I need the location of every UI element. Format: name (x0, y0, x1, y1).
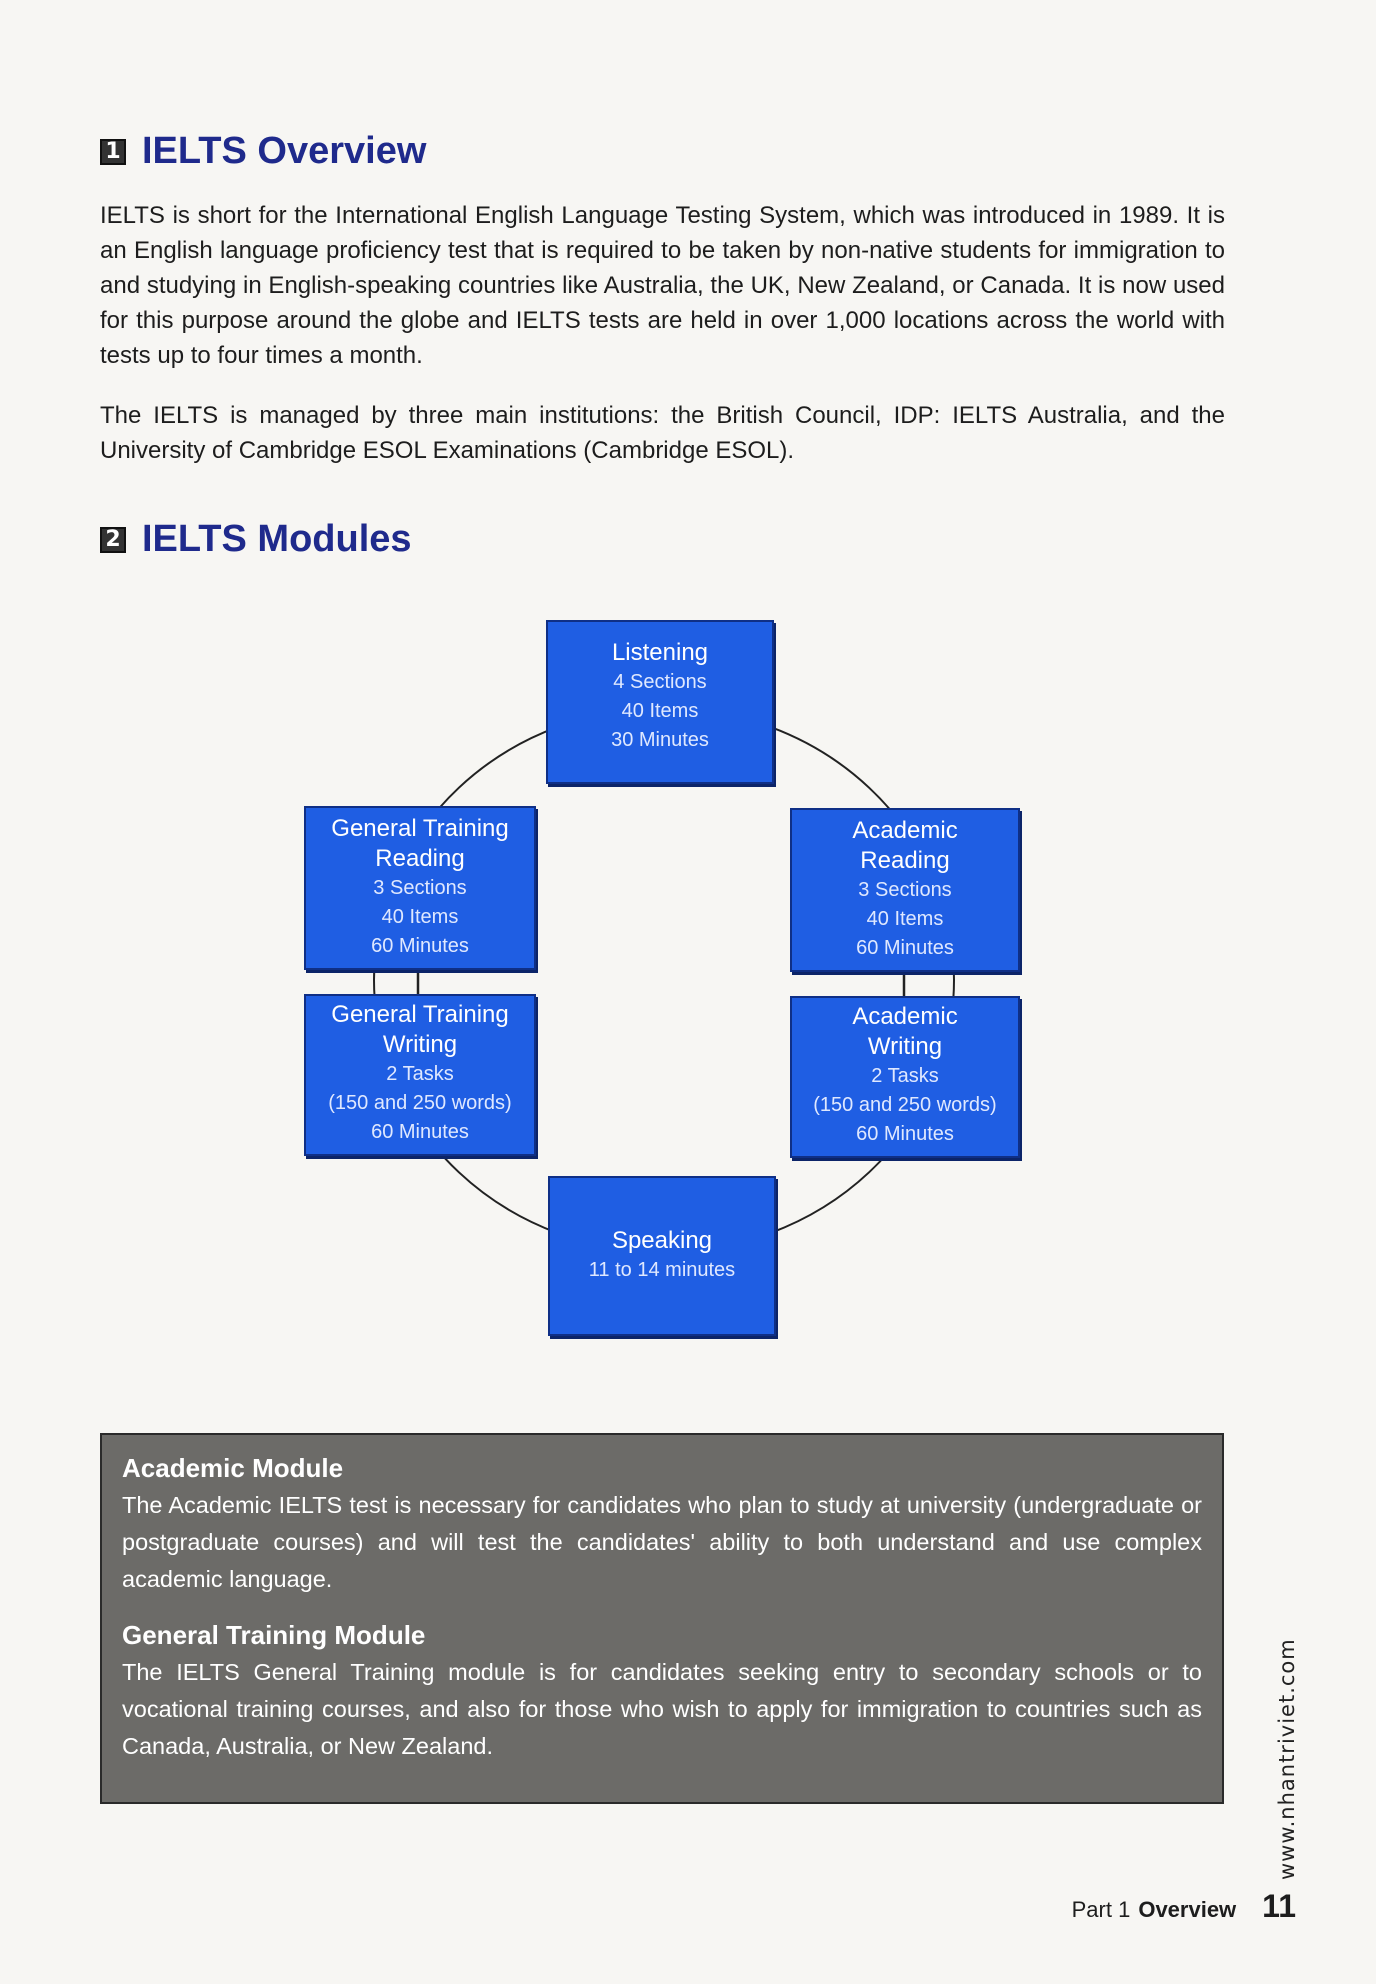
ac-reading-detail-3: 60 Minutes (856, 937, 954, 959)
listening-detail-1: 4 Sections (613, 671, 707, 693)
page-number: 11 (1262, 1888, 1296, 1924)
section-number-box: 1 (100, 138, 126, 165)
ac-reading-box: Academic Reading 3 Sections 40 Items 60 … (790, 808, 1020, 972)
ac-writing-box: Academic Writing 2 Tasks (150 and 250 wo… (790, 996, 1020, 1158)
ac-reading-title-1: Academic (852, 817, 958, 844)
gt-reading-box: General Training Reading 3 Sections 40 I… (304, 806, 536, 970)
academic-module-text: The Academic IELTS test is necessary for… (122, 1492, 1202, 1592)
general-module-text: The IELTS General Training module is for… (122, 1659, 1202, 1759)
gt-reading-detail-2: 40 Items (381, 906, 459, 928)
connector-circle (373, 707, 955, 1253)
ac-writing-detail-3: 60 Minutes (856, 1123, 954, 1145)
footer-part: Part 1 (1071, 1897, 1131, 1922)
section-number-box: 2 (100, 526, 126, 553)
general-module-title: General Training Module (122, 1620, 426, 1650)
ac-writing-title-1: Academic (852, 1003, 958, 1030)
gt-writing-detail-3: 60 Minutes (371, 1121, 469, 1143)
overview-heading: 1 IELTS Overview (100, 130, 426, 173)
ac-reading-detail-2: 40 Items (866, 908, 944, 930)
ac-writing-detail-1: 2 Tasks (871, 1065, 939, 1087)
gt-writing-title-2: Writing (382, 1031, 458, 1058)
modules-heading-text: IELTS Modules (142, 518, 412, 560)
academic-module-title: Academic Module (122, 1453, 344, 1483)
listening-detail-2: 40 Items (621, 700, 699, 722)
modules-heading: 2 IELTS Modules (100, 518, 412, 561)
gt-reading-title-2: Reading (375, 845, 465, 872)
ac-reading-detail-1: 3 Sections (858, 879, 952, 901)
listening-box: Listening 4 Sections 40 Items 30 Minutes (546, 620, 774, 784)
speaking-detail-1: 11 to 14 minutes (588, 1259, 736, 1281)
ac-writing-title-2: Writing (867, 1033, 943, 1060)
gt-reading-title-1: General Training (331, 815, 509, 842)
gt-reading-detail-3: 60 Minutes (371, 935, 469, 957)
gt-writing-box: General Training Writing 2 Tasks (150 an… (304, 994, 536, 1156)
speaking-box: Speaking 11 to 14 minutes (548, 1176, 776, 1336)
gt-writing-detail-2: (150 and 250 words) (328, 1092, 512, 1114)
ac-writing-detail-2: (150 and 250 words) (813, 1094, 997, 1116)
overview-heading-text: IELTS Overview (142, 130, 427, 172)
gt-writing-title-1: General Training (331, 1001, 509, 1028)
listening-detail-3: 30 Minutes (611, 729, 709, 751)
footer-section: Overview (1138, 1897, 1237, 1922)
page-footer: Part 1 Overview 11 (1072, 1888, 1296, 1925)
speaking-title: Speaking (611, 1227, 713, 1254)
ac-reading-title-2: Reading (860, 847, 950, 874)
gt-writing-detail-1: 2 Tasks (386, 1063, 454, 1085)
overview-paragraph-1: IELTS is short for the International Eng… (100, 202, 1225, 369)
overview-paragraph-2: The IELTS is managed by three main insti… (100, 402, 1225, 464)
listening-title: Listening (611, 639, 709, 666)
gt-reading-detail-1: 3 Sections (373, 877, 467, 899)
module-info-panel: Academic Module The Academic IELTS test … (100, 1433, 1224, 1804)
publisher-url: www.nhantriviet.com (1275, 1638, 1299, 1880)
